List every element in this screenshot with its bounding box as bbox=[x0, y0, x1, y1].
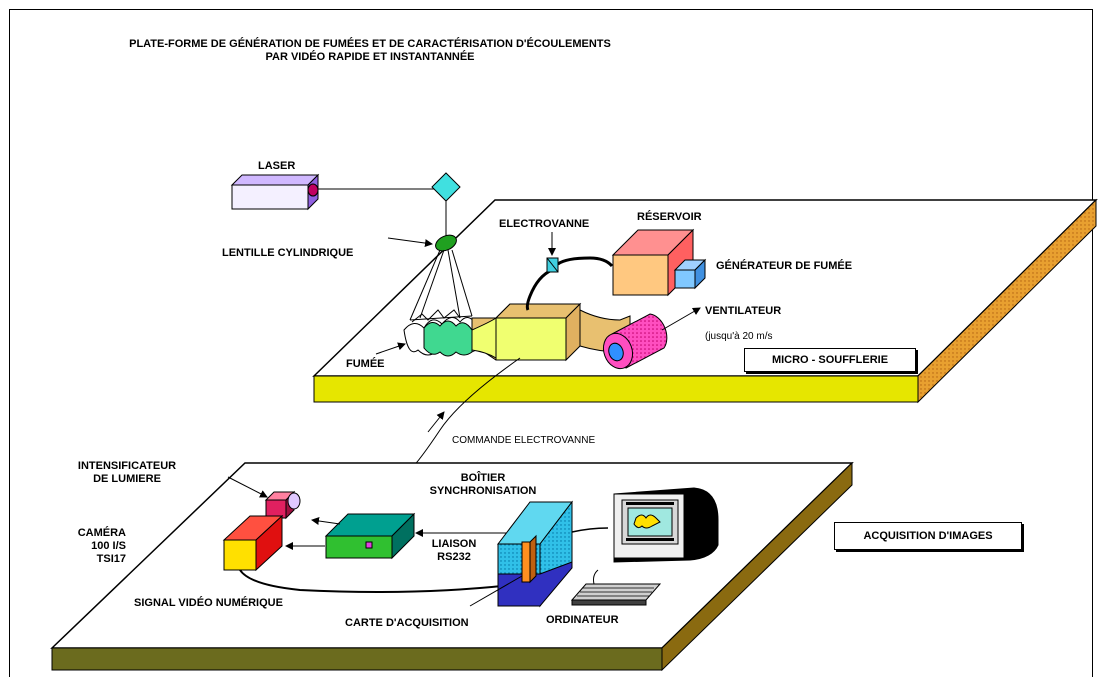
laser-sheet bbox=[409, 249, 473, 321]
label-sync-box: BOÎTIER SYNCHRONISATION bbox=[429, 472, 537, 497]
wind-tunnel bbox=[471, 302, 631, 362]
bottom-plate-end bbox=[661, 461, 853, 672]
pc-case-icon bbox=[496, 500, 574, 608]
generator-icon bbox=[673, 258, 707, 290]
bottom-plate-side bbox=[51, 647, 663, 671]
label-acq-card: CARTE D'ACQUISITION bbox=[345, 617, 469, 629]
top-plate-end bbox=[917, 198, 1097, 404]
sync-box-icon bbox=[324, 512, 416, 560]
label-lens: LENTILLE CYLINDRIQUE bbox=[222, 247, 354, 259]
diagram-title-line1: PLATE-FORME DE GÉNÉRATION DE FUMÉES ET D… bbox=[129, 38, 611, 50]
label-intensifier: INTENSIFICATEUR DE LUMIERE bbox=[77, 460, 177, 485]
label-laser: LASER bbox=[258, 160, 296, 172]
mirror-icon bbox=[431, 172, 461, 202]
acquisition-box: ACQUISITION D'IMAGES bbox=[834, 522, 1022, 550]
top-plate-side bbox=[313, 375, 919, 403]
label-computer: ORDINATEUR bbox=[546, 614, 619, 626]
cylindrical-lens-icon bbox=[435, 234, 457, 252]
monitor-icon bbox=[613, 487, 719, 563]
page-frame bbox=[9, 9, 1093, 677]
label-tank: RÉSERVOIR bbox=[637, 211, 702, 223]
label-smoke: FUMÉE bbox=[346, 358, 385, 370]
diagram-title-line2: PAR VIDÉO RAPIDE ET INSTANTANNÉE bbox=[265, 51, 475, 63]
label-camera: CAMÉRA 100 I/S TSI17 bbox=[77, 527, 126, 565]
top-bench bbox=[312, 198, 1098, 404]
micro-tunnel-box: MICRO - SOUFFLERIE bbox=[744, 348, 916, 372]
label-rs232: LIAISON RS232 bbox=[431, 538, 477, 563]
tank-icon bbox=[611, 228, 695, 297]
label-command-link: COMMANDE ELECTROVANNE bbox=[452, 435, 596, 446]
label-generator: GÉNÉRATEUR DE FUMÉE bbox=[716, 260, 853, 272]
label-fan: VENTILATEUR bbox=[705, 305, 782, 317]
label-valve: ELECTROVANNE bbox=[499, 218, 590, 230]
smoke-plume bbox=[403, 309, 477, 357]
fan-icon bbox=[602, 313, 668, 370]
command-cable bbox=[409, 357, 521, 471]
laser-device bbox=[230, 173, 446, 211]
keyboard-icon bbox=[570, 569, 662, 606]
camera-icon bbox=[222, 514, 284, 572]
intensifier-icon bbox=[264, 490, 301, 520]
label-fan-speed: (jusqu'à 20 m/s bbox=[705, 331, 773, 342]
label-video-signal: SIGNAL VIDÉO NUMÉRIQUE bbox=[134, 597, 283, 609]
